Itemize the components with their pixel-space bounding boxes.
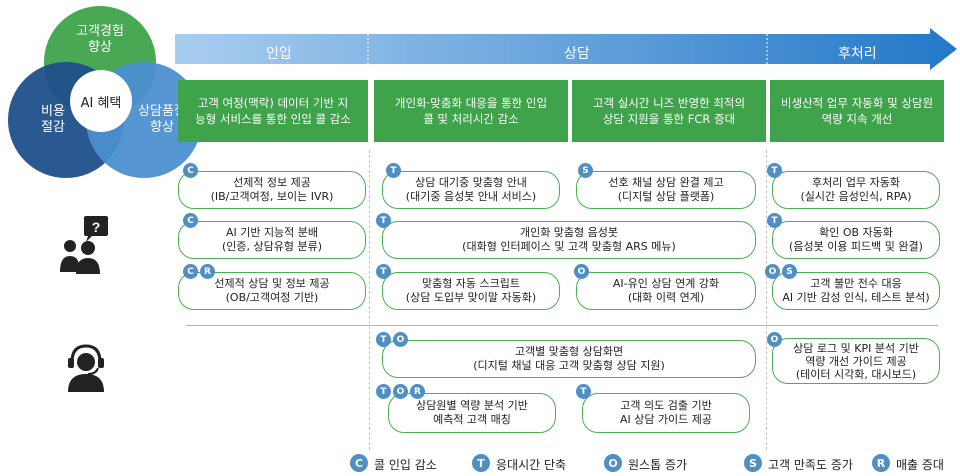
- venn-center-ai-benefit: AI 혜택: [70, 70, 132, 132]
- legend-badge-s: S: [744, 454, 762, 472]
- badge-o: O: [765, 264, 780, 279]
- item-personal-voicebot: 개인화 맞춤형 음성봇 (대화형 인터페이스 및 고객 맞춤형 ARS 메뉴): [382, 221, 756, 259]
- item-line1: 고객 불만 전수 대응: [810, 277, 902, 290]
- item-line2: 역량 개선 가이드 제공: [805, 354, 907, 368]
- legend-badge-o: O: [604, 454, 622, 472]
- badge-o: O: [574, 264, 589, 279]
- item-line2: AI 상담 가이드 제공: [619, 413, 713, 426]
- item-line2: AI 기반 감성 인식, 테스트 분석): [782, 291, 930, 304]
- legend-text-o: 원스톱 증가: [628, 458, 688, 472]
- badge-s: S: [782, 264, 797, 279]
- legend-text-r: 매출 증대: [896, 458, 944, 472]
- agent-headset-icon: [68, 344, 104, 392]
- item-proactive-info: 선제적 정보 제공 (IB/고객여정, 보이는 IVR): [178, 171, 366, 209]
- badge-t: T: [376, 332, 391, 347]
- column-guide: [369, 150, 370, 450]
- badge-t: T: [767, 163, 782, 178]
- item-kpi-analysis: 상담 로그 및 KPI 분석 기반 역량 개선 가이드 제공 (테이터 시각화,…: [772, 338, 940, 384]
- item-line1: 고객 의도 검출 기반: [620, 399, 712, 412]
- svg-text:?: ?: [92, 219, 101, 235]
- item-intent-guide: 고객 의도 검출 기반 AI 상담 가이드 제공: [582, 393, 750, 433]
- item-ai-routing: AI 기반 지능적 분배 (인증, 상담유형 분류): [178, 221, 366, 259]
- item-auto-script: 맞춤형 자동 스크립트 (상담 도입부 맞이말 자동화): [382, 272, 560, 310]
- item-line2: (상담 도입부 맞이말 자동화): [405, 291, 537, 304]
- item-line1: 상담 로그 및 KPI 분석 기반: [793, 341, 919, 355]
- item-line1: 개인화 맞춤형 음성봇: [519, 226, 619, 239]
- item-confirm-ob: 확인 OB 자동화 (음성봇 이용 피드백 및 완결): [772, 221, 940, 259]
- badge-t: T: [576, 384, 591, 399]
- badge-o: O: [393, 384, 408, 399]
- legend-text-t: 응대시간 단축: [496, 458, 567, 472]
- header-box-inip: 고객 여정(맥락) 데이터 기반 지 능형 서비스를 통한 인입 콜 감소: [178, 80, 368, 142]
- venn-label-top: 고객경험 향상: [76, 24, 124, 55]
- phase-label-sangdam: 상담: [564, 46, 590, 62]
- item-preferred-channel: 선호 채널 상담 완결 제고 (디지털 상담 플랫폼): [576, 171, 756, 209]
- item-waiting-guide: 상담 대기중 맞춤형 안내 (대기중 음성봇 안내 서비스): [382, 171, 560, 209]
- item-agent-matching: 상담원별 역량 분석 기반 예측적 고객 매칭: [388, 393, 556, 433]
- item-line1: 선호 채널 상담 완결 제고: [608, 176, 724, 189]
- item-line1: 후처리 업무 자동화: [812, 176, 900, 189]
- badge-r: R: [200, 264, 215, 279]
- phase-arrow: [175, 28, 957, 70]
- item-line2: (대화 이력 연계): [627, 291, 705, 304]
- badge-t: T: [376, 384, 391, 399]
- item-line2: (디지털 채널 대응 고객 맞춤형 상담 지원): [473, 359, 665, 372]
- item-line2: (대기중 음성봇 안내 서비스): [405, 190, 537, 203]
- badge-s: S: [578, 163, 593, 178]
- venn-label-right: 상담품질 향상: [138, 104, 186, 135]
- item-line2: (IB/고객여정, 보이는 IVR): [210, 190, 334, 203]
- item-line1: 선제적 상담 및 정보 제공: [214, 277, 330, 290]
- legend-badge-c: C: [350, 454, 368, 472]
- item-line2: (OB/고객여정 기반): [225, 291, 319, 304]
- badge-c: C: [183, 163, 198, 178]
- badge-o: O: [393, 332, 408, 347]
- item-line2: 예측적 고객 매칭: [433, 413, 511, 426]
- item-line2: (디지털 상담 플랫폼): [617, 190, 715, 203]
- header-box-fcr: 고객 실시간 니즈 반영한 최적의 상담 지원을 통한 FCR 증대: [572, 80, 766, 142]
- badge-t: T: [386, 163, 401, 178]
- item-line1: AI 기반 지능적 분배: [225, 226, 319, 239]
- item-line1: 상담원별 역량 분석 기반: [416, 399, 528, 412]
- legend-text-c: 콜 인입 감소: [374, 458, 437, 472]
- item-complaint-response: 고객 불만 전수 대응 AI 기반 감성 인식, 테스트 분석): [772, 272, 940, 310]
- badge-r: R: [410, 384, 425, 399]
- item-line2: (대화형 인터페이스 및 고객 맞춤형 ARS 메뉴): [462, 240, 676, 253]
- column-guide: [766, 150, 767, 450]
- item-line2: (인증, 상담유형 분류): [221, 240, 323, 253]
- badge-c: C: [183, 213, 198, 228]
- phase-label-inip: 인입: [266, 46, 292, 62]
- badge-o: O: [767, 332, 782, 347]
- phase-label-huchoeri: 후처리: [838, 46, 877, 62]
- header-box-automation: 비생산적 업무 자동화 및 상담원 역량 지속 개선: [770, 80, 944, 142]
- item-line2: (실시간 음성인식, RPA): [800, 190, 912, 203]
- item-line1: 맞춤형 자동 스크립트: [421, 277, 521, 290]
- item-line1: 고객별 맞춤형 상담화면: [514, 345, 624, 358]
- badge-t: T: [376, 213, 391, 228]
- item-post-processing: 후처리 업무 자동화 (실시간 음성인식, RPA): [772, 171, 940, 209]
- legend-badge-t: T: [472, 454, 490, 472]
- legend-badge-r: R: [872, 454, 890, 472]
- item-ai-handoff: AI-유인 상담 연계 강화 (대화 이력 연계): [576, 272, 756, 310]
- badge-t: T: [376, 264, 391, 279]
- item-line1: 선제적 정보 제공: [233, 176, 311, 189]
- badge-t: T: [767, 213, 782, 228]
- header-box-personalization: 개인화·맞춤화 대응을 통한 인입 콜 및 처리시간 감소: [374, 80, 568, 142]
- item-line2: (음성봇 이용 피드백 및 완결): [789, 240, 923, 253]
- badge-c: C: [183, 264, 198, 279]
- customer-question-icon: ?: [60, 216, 108, 274]
- item-line1: AI-유인 상담 연계 강화: [612, 277, 720, 290]
- legend-text-s: 고객 만족도 증가: [768, 458, 853, 472]
- item-line3: (테이터 시각화, 대시보드): [795, 367, 917, 381]
- section-divider: [186, 325, 938, 326]
- item-custom-screen: 고객별 맞춤형 상담화면 (디지털 채널 대응 고객 맞춤형 상담 지원): [382, 340, 756, 378]
- item-line1: 확인 OB 자동화: [819, 226, 893, 239]
- venn-label-left: 비용 절감: [41, 104, 65, 135]
- item-line1: 상담 대기중 맞춤형 안내: [415, 176, 527, 189]
